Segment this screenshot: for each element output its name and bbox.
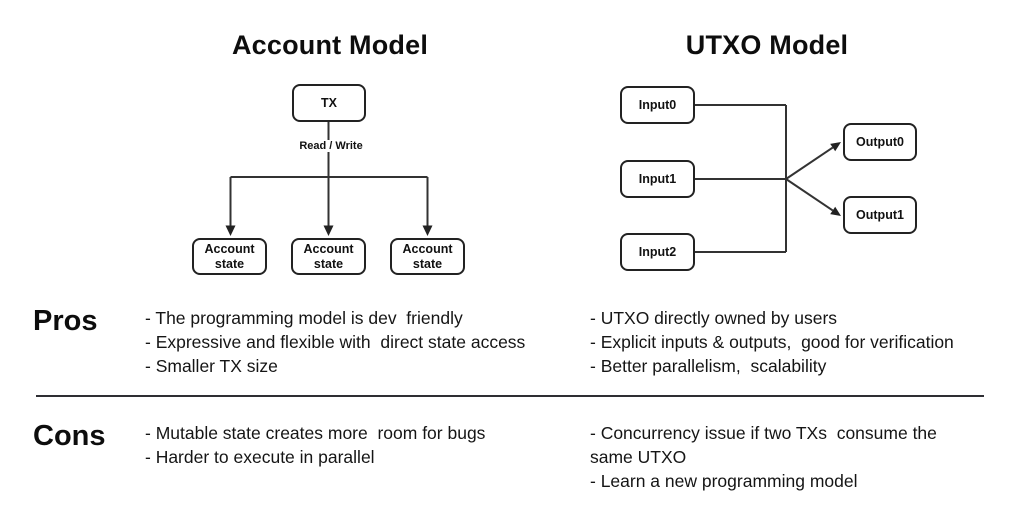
tx-box: TX (292, 84, 366, 122)
read-write-label: Read / Write (281, 140, 381, 152)
pros-utxo-list: - UTXO directly owned by users - Explici… (590, 306, 1010, 378)
arrowhead-icon (830, 206, 841, 216)
pros-cons-divider (36, 395, 984, 397)
list-item: - Mutable state creates more room for bu… (145, 423, 486, 443)
output1-box: Output1 (843, 196, 917, 234)
output0-box: Output0 (843, 123, 917, 161)
arrowhead-icon (225, 225, 236, 236)
input1-box: Input1 (620, 160, 695, 198)
list-item: - Expressive and flexible with direct st… (145, 332, 526, 352)
account-state-box: Account state (291, 238, 366, 275)
account-model-title: Account Model (231, 30, 429, 60)
list-item: - Concurrency issue if two TXs consume t… (590, 423, 942, 467)
list-item: - Smaller TX size (145, 356, 278, 376)
utxo-model-connectors (695, 104, 841, 253)
account-state-box: Account state (192, 238, 267, 275)
input0-box: Input0 (620, 86, 695, 124)
cons-account-list: - Mutable state creates more room for bu… (145, 421, 580, 469)
cons-utxo-list: - Concurrency issue if two TXs consume t… (590, 421, 975, 493)
account-state-box: Account state (390, 238, 465, 275)
output1-arrow-line (785, 178, 834, 212)
list-item: - Explicit inputs & outputs, good for ve… (590, 332, 954, 352)
list-item: - UTXO directly owned by users (590, 308, 838, 328)
list-item: - Better parallelism, scalability (590, 356, 827, 376)
arrowhead-icon (830, 142, 841, 152)
arrowhead-icon (323, 225, 334, 236)
cons-heading: Cons (33, 420, 106, 452)
output0-arrow-line (785, 146, 834, 180)
pros-heading: Pros (33, 305, 98, 337)
list-item: - Learn a new programming model (590, 471, 858, 491)
pros-account-list: - The programming model is dev friendly … (145, 306, 580, 378)
arrowhead-icon (422, 225, 433, 236)
list-item: - The programming model is dev friendly (145, 308, 463, 328)
read-write-label-text: Read / Write (296, 140, 366, 152)
account-model-connectors (225, 122, 433, 236)
list-item: - Harder to execute in parallel (145, 447, 375, 467)
utxo-model-title: UTXO Model (685, 30, 849, 60)
input2-box: Input2 (620, 233, 695, 271)
